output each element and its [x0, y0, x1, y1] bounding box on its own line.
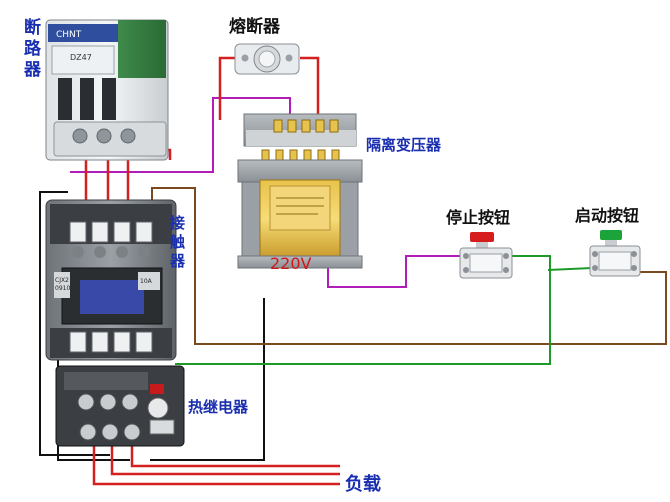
start-button-label: 启动按钮 [575, 206, 640, 225]
transformer-icon [237, 113, 363, 269]
start-button-icon [589, 230, 641, 277]
contactor-label: 接触器 [170, 214, 186, 270]
transformer-label: 隔离变压器 [366, 136, 442, 154]
thermal-relay-icon [55, 365, 185, 447]
voltage-label: 220V [270, 254, 312, 273]
fuse-icon [234, 43, 300, 75]
load-label: 负载 [345, 474, 381, 495]
contactor-model-2: 0910 [55, 285, 70, 292]
breaker-model: DZ47 [70, 53, 92, 62]
stop-button-label: 停止按钮 [446, 208, 511, 227]
green-wire [175, 255, 593, 365]
breaker-brand: CHNT [56, 30, 82, 40]
circuit-breaker-icon: CHNT DZ47 [45, 19, 169, 161]
thermal-relay-label: 热继电器 [188, 398, 249, 416]
fuse-label: 熔断器 [229, 17, 280, 37]
contactor-rating: 10A [140, 278, 153, 285]
stop-button-icon [459, 232, 513, 279]
breaker-label: 断路器 [24, 18, 41, 80]
contactor-icon: CJX2 0910 10A [45, 199, 177, 361]
contactor-model-1: CJX2 [55, 277, 69, 284]
brown-wire [151, 187, 667, 345]
